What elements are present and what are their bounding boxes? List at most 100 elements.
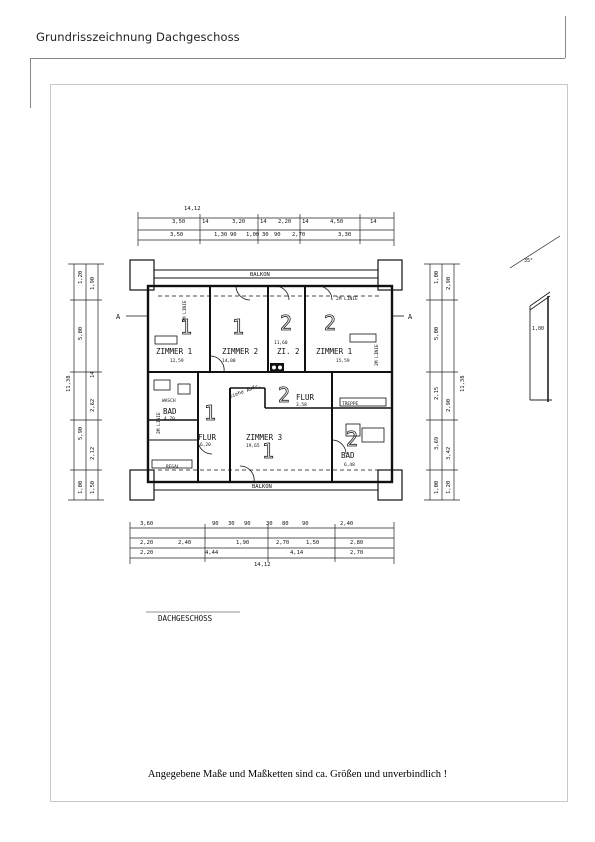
dim-label: 30 <box>262 232 269 238</box>
dim-label: 5,00 <box>78 327 84 340</box>
dim-label: 2,20 <box>140 540 153 546</box>
header-rule-right <box>565 16 566 58</box>
dim-label: 2,80 <box>350 540 363 546</box>
dim-label: 1,00 <box>246 232 259 238</box>
dim-label: 3,42 <box>446 447 452 460</box>
page-header-title: Grundrisszeichnung Dachgeschoss <box>36 30 240 44</box>
room-area: 19,65 <box>246 443 260 449</box>
roof-angle-label: 35° <box>524 258 533 264</box>
room-number: 2 <box>280 311 292 335</box>
balcony-bottom-label: BALKON <box>252 484 272 490</box>
dim-label: 1,90 <box>90 277 96 290</box>
dim-label: 4,14 <box>290 550 304 556</box>
knee-wall-label: 2M LINIE <box>374 344 380 366</box>
dim-label: 30 <box>266 521 273 527</box>
stair-label: TREPPE <box>342 401 359 407</box>
roof-section-detail <box>509 235 561 402</box>
dim-label: 4,50 <box>330 219 343 225</box>
drawing-caption: DACHGESCHOSS <box>158 614 213 623</box>
wall-height-label: 1,00 <box>532 326 544 332</box>
dim-label: 5,90 <box>78 427 84 440</box>
room-number: 1 <box>180 315 192 339</box>
dim-label: 2,90 <box>446 277 452 290</box>
dim-label: 14 <box>302 219 309 225</box>
room-number: 2 <box>324 311 336 335</box>
dim-label: 1,50 <box>306 540 319 546</box>
room-area: 14,00 <box>222 358 236 364</box>
wash-label: WASCH <box>162 398 176 404</box>
dim-label: 1,20 <box>446 481 452 494</box>
dim-label: 1,00 <box>434 271 440 284</box>
dim-bottom-total: 14,12 <box>254 562 271 568</box>
dim-label: 2,70 <box>350 550 363 556</box>
dim-label: 80 <box>282 521 289 527</box>
drawing-frame <box>50 84 568 802</box>
dim-label: 90 <box>244 521 251 527</box>
dim-label: 2,20 <box>140 550 153 556</box>
dim-label: 2,70 <box>276 540 289 546</box>
room-area: 12,59 <box>170 358 184 364</box>
dim-label: 30 <box>228 521 235 527</box>
dim-label: 2,90 <box>446 399 452 412</box>
dim-label: 2,12 <box>90 447 96 460</box>
dim-label: 14 <box>90 371 96 378</box>
room-area: 3,58 <box>296 402 307 408</box>
dim-label: 90 <box>302 521 309 527</box>
header-rule <box>30 58 565 59</box>
room-bad-right-name: BAD <box>341 451 355 460</box>
chimney-symbol <box>270 363 284 372</box>
dim-label: 90 <box>274 232 281 238</box>
dim-label: 3,50 <box>170 232 183 238</box>
room-area: 15,59 <box>336 358 350 364</box>
room-area: 11,60 <box>274 340 288 346</box>
dim-top-total: 14,12 <box>184 206 201 212</box>
room-zi-2-name: ZI. 2 <box>277 347 300 356</box>
room-flur-right-name: FLUR <box>296 393 315 402</box>
dim-label: 1,00 <box>434 481 440 494</box>
dim-label: 5,00 <box>434 327 440 340</box>
dim-label: 90 <box>230 232 237 238</box>
room-number: 1 <box>262 439 274 463</box>
disclaimer-note: Angegebene Maße und Maßketten sind ca. G… <box>147 769 448 780</box>
dim-label: 2,20 <box>278 219 291 225</box>
dim-label: 14 <box>370 219 377 225</box>
room-number: 1 <box>204 401 216 425</box>
room-number: 2 <box>346 427 358 451</box>
dim-left-total: 11,38 <box>66 375 72 392</box>
dim-label: 2,40 <box>340 521 353 527</box>
sloped-note: Siehe Aufr. <box>229 383 262 400</box>
room-area: 4,70 <box>164 416 175 422</box>
dim-label: 1,30 <box>214 232 227 238</box>
dim-label: 3,30 <box>338 232 351 238</box>
dim-label: 3,50 <box>172 219 185 225</box>
dim-label: 2,40 <box>178 540 191 546</box>
room-flur-left-name: FLUR <box>198 433 217 442</box>
room-number: 2 <box>278 383 290 407</box>
dim-label: 1,90 <box>236 540 249 546</box>
knee-wall-label: 2M LINIE <box>156 412 162 434</box>
dim-label: 1,00 <box>78 481 84 494</box>
dim-label: 14 <box>260 219 267 225</box>
knee-wall-label: 2M LINIE <box>182 300 188 322</box>
knee-wall-label: 2M LINIE <box>336 296 358 302</box>
balcony-top-label: BALKON <box>250 272 270 278</box>
room-area: 6,48 <box>344 462 355 468</box>
dim-label: 14 <box>202 219 209 225</box>
dim-label: 2,62 <box>90 399 96 412</box>
dim-label: 3,69 <box>434 437 440 450</box>
section-marker-right: A <box>408 313 413 321</box>
dim-label: 1,20 <box>78 271 84 284</box>
dim-label: 2,15 <box>434 387 440 400</box>
section-marker-left: A <box>116 313 121 321</box>
room-zimmer-3-name: ZIMMER 3 <box>246 433 282 442</box>
header-rule-left <box>30 58 31 108</box>
dim-label: 1,50 <box>90 481 96 494</box>
room-zimmer-1-left-name: ZIMMER 1 <box>156 347 192 356</box>
dim-right-total: 11,38 <box>460 375 466 392</box>
dim-label: 2,70 <box>292 232 305 238</box>
room-number: 1 <box>232 315 244 339</box>
dim-label: 90 <box>212 521 219 527</box>
dim-label: 3,60 <box>140 521 153 527</box>
dim-label: 4,44 <box>205 550 219 556</box>
